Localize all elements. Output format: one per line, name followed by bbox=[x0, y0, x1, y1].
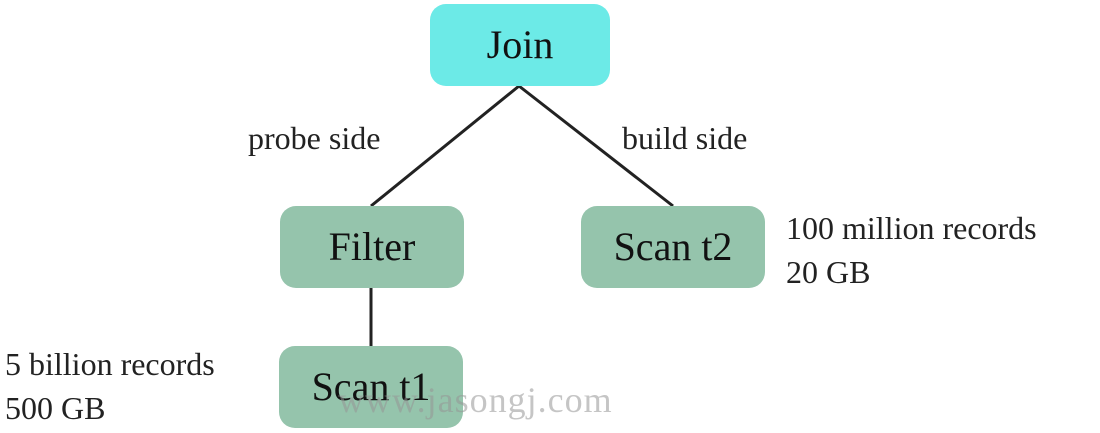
join-node-label: Join bbox=[486, 22, 554, 67]
scan-t2-size: 20 GB bbox=[786, 254, 871, 290]
scan-t2-records: 100 million records bbox=[786, 210, 1037, 246]
edge-join-filter bbox=[370, 84, 520, 208]
join-node: Join bbox=[430, 4, 610, 86]
scan-t2-node: Scan t2 bbox=[581, 206, 765, 288]
edge-join-scan-t2 bbox=[518, 84, 674, 208]
build-side-label: build side bbox=[622, 120, 748, 156]
filter-node-label: Filter bbox=[328, 224, 416, 269]
scan-t1-annotation: 5 billion records 500 GB bbox=[5, 342, 215, 430]
probe-side-label: probe side bbox=[248, 120, 381, 156]
scan-t2-annotation: 100 million records 20 GB bbox=[786, 206, 1037, 294]
scan-t1-node: Scan t1 bbox=[279, 346, 463, 428]
scan-t2-node-label: Scan t2 bbox=[613, 224, 733, 269]
scan-t1-node-label: Scan t1 bbox=[311, 364, 431, 409]
filter-node: Filter bbox=[280, 206, 464, 288]
watermark: www.jasongj.com bbox=[338, 380, 613, 420]
scan-t1-records: 5 billion records bbox=[5, 346, 215, 382]
scan-t1-size: 500 GB bbox=[5, 390, 106, 426]
